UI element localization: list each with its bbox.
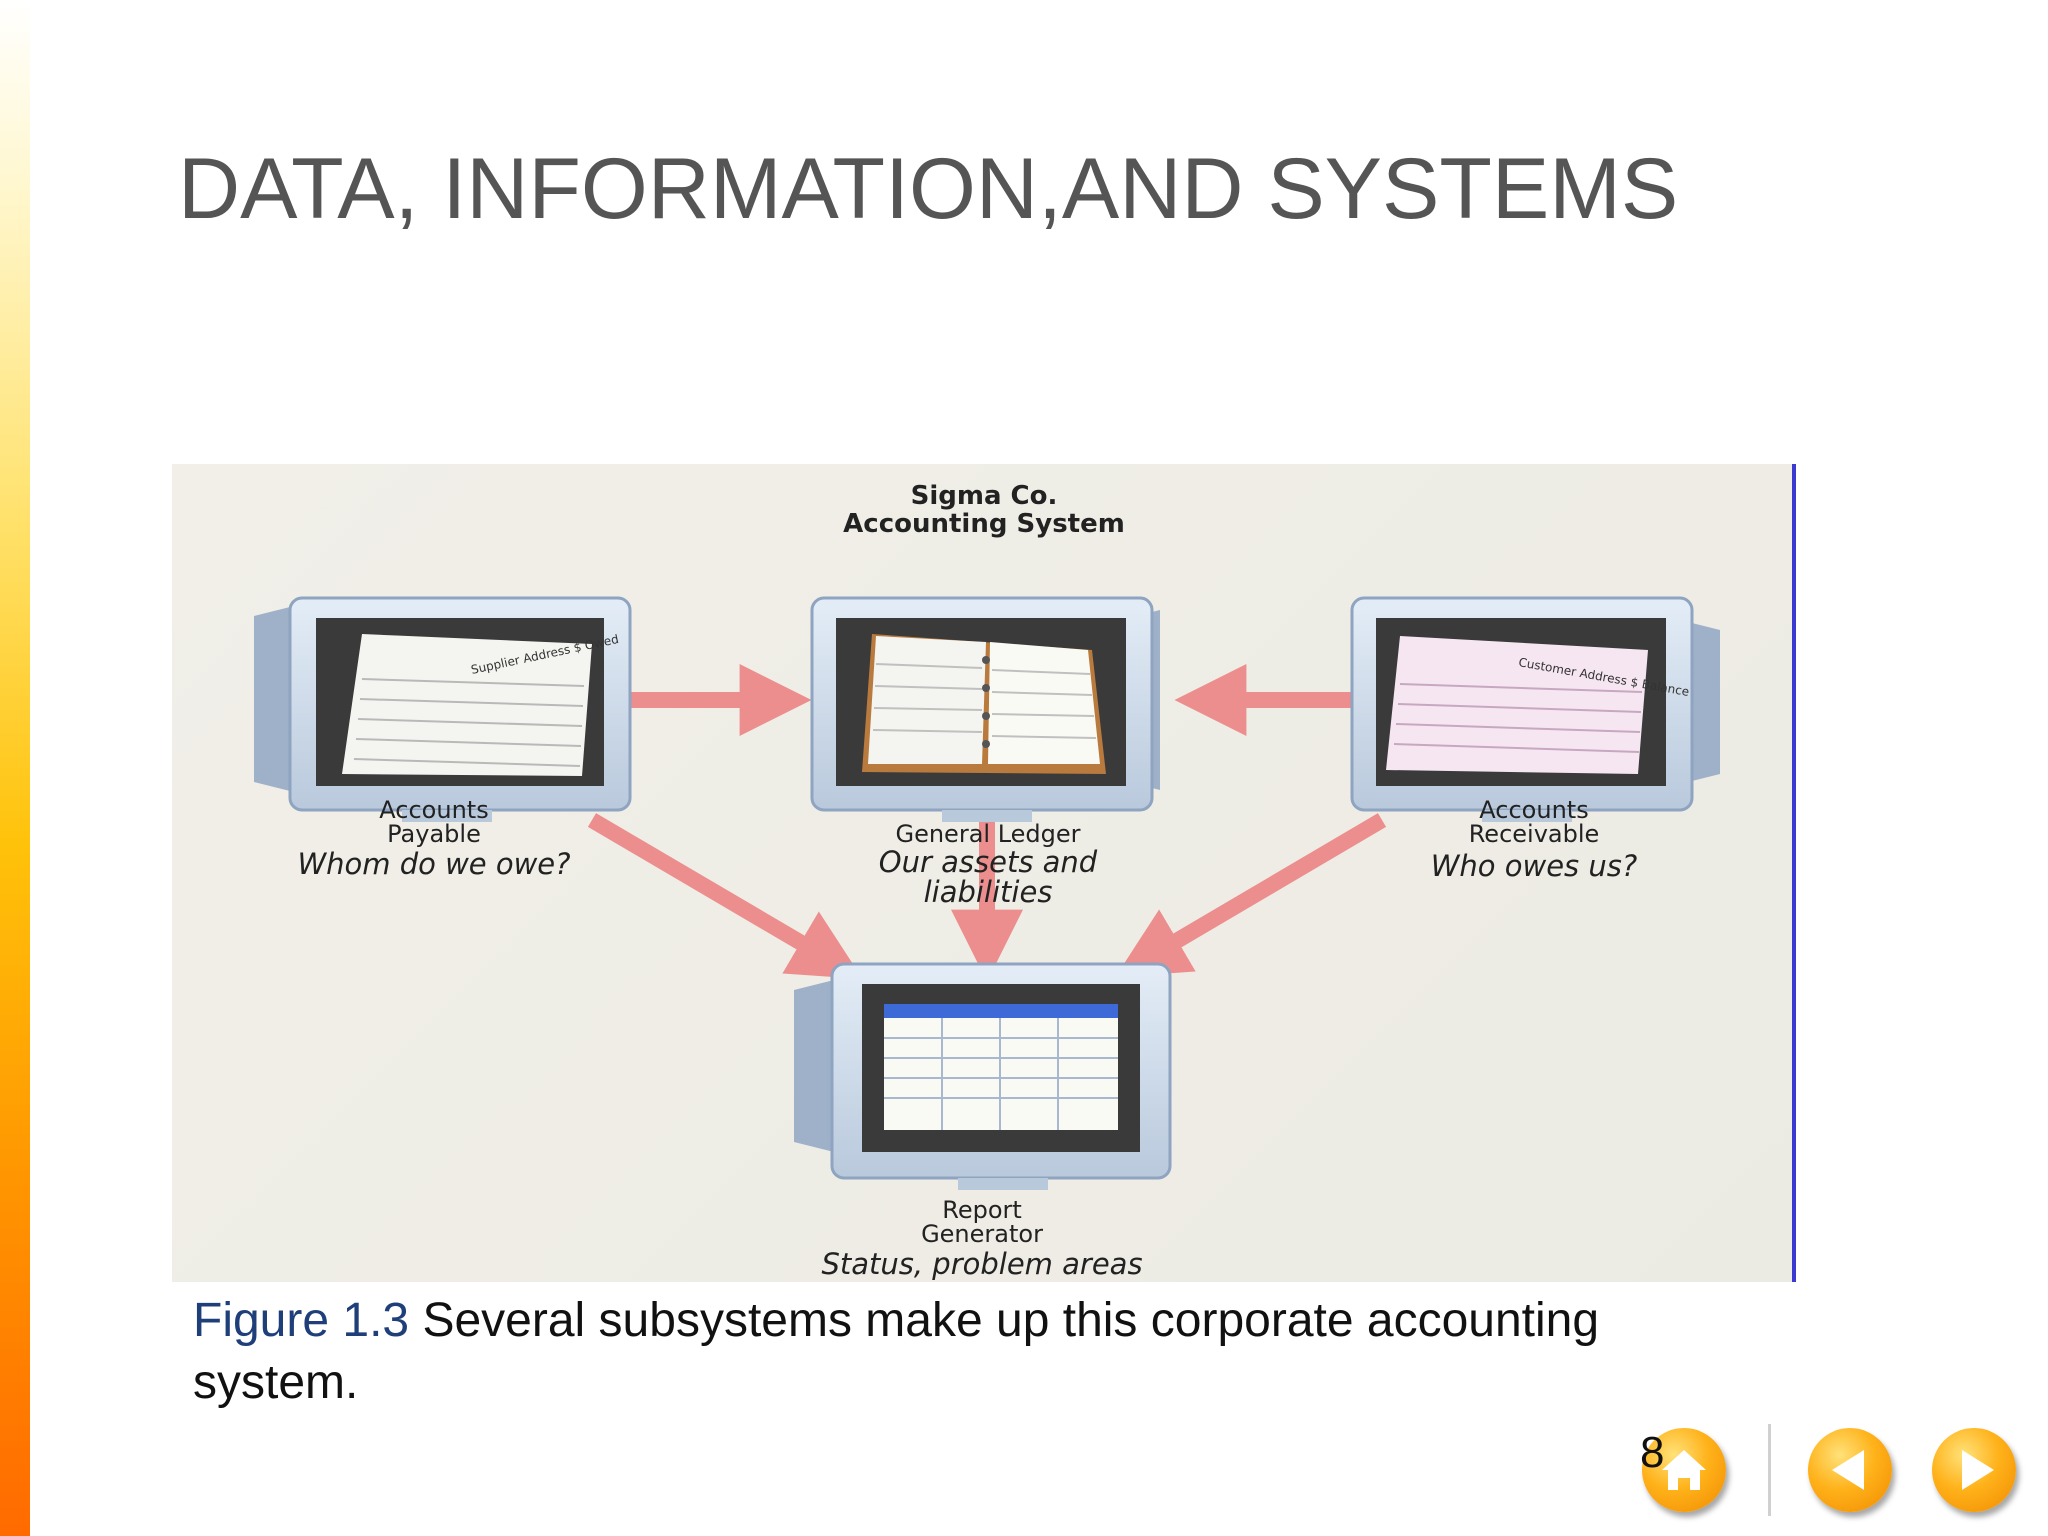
payable-question: Whom do we owe? xyxy=(297,847,570,881)
home-icon xyxy=(1662,1450,1706,1490)
accounts-receivable-monitor-icon: Customer Address $ Balance xyxy=(1350,596,1720,822)
general-ledger-monitor-icon xyxy=(810,596,1160,822)
arrow-receivable-to-report xyxy=(1115,813,1387,977)
next-slide-button[interactable] xyxy=(1932,1428,2016,1512)
arrow-payable-to-report xyxy=(587,813,863,979)
report-name-line2: Generator xyxy=(921,1220,1043,1248)
page-number: 8 xyxy=(1640,1428,1665,1477)
accounting-system-figure: Supplier Address $ Owed xyxy=(172,464,1796,1282)
payable-name-line2: Payable xyxy=(387,820,481,848)
receivable-question: Who owes us? xyxy=(1431,849,1638,883)
previous-slide-button[interactable] xyxy=(1808,1428,1892,1512)
receivable-name-line2: Receivable xyxy=(1469,820,1600,848)
accounts-payable-monitor-icon: Supplier Address $ Owed xyxy=(254,596,632,822)
home-button[interactable] xyxy=(1642,1428,1726,1512)
triangle-right-icon xyxy=(1962,1450,1994,1490)
figure-caption: Figure 1.3 Several subsystems make up th… xyxy=(193,1290,1753,1414)
ledger-question-line1: Our assets and xyxy=(879,845,1098,879)
payable-name-line1: Accounts xyxy=(379,796,488,824)
ledger-name: General Ledger xyxy=(895,820,1080,848)
report-question: Status, problem areas xyxy=(821,1247,1142,1281)
system-title-line1: Sigma Co. xyxy=(911,481,1058,511)
system-title-line2: Accounting System xyxy=(843,509,1125,539)
ledger-question-line2: liabilities xyxy=(924,875,1053,909)
slide-title: DATA, INFORMATION,AND SYSTEMS xyxy=(178,141,1679,237)
report-name-line1: Report xyxy=(942,1196,1022,1224)
figure-reference: Figure 1.3 xyxy=(193,1294,410,1347)
caption-text: Several subsystems make up this corporat… xyxy=(193,1294,1600,1409)
receivable-name-line1: Accounts xyxy=(1479,796,1588,824)
triangle-left-icon xyxy=(1832,1450,1864,1490)
left-accent-bar xyxy=(0,0,30,1536)
report-generator-monitor-icon xyxy=(794,962,1172,1190)
nav-divider xyxy=(1768,1424,1771,1516)
